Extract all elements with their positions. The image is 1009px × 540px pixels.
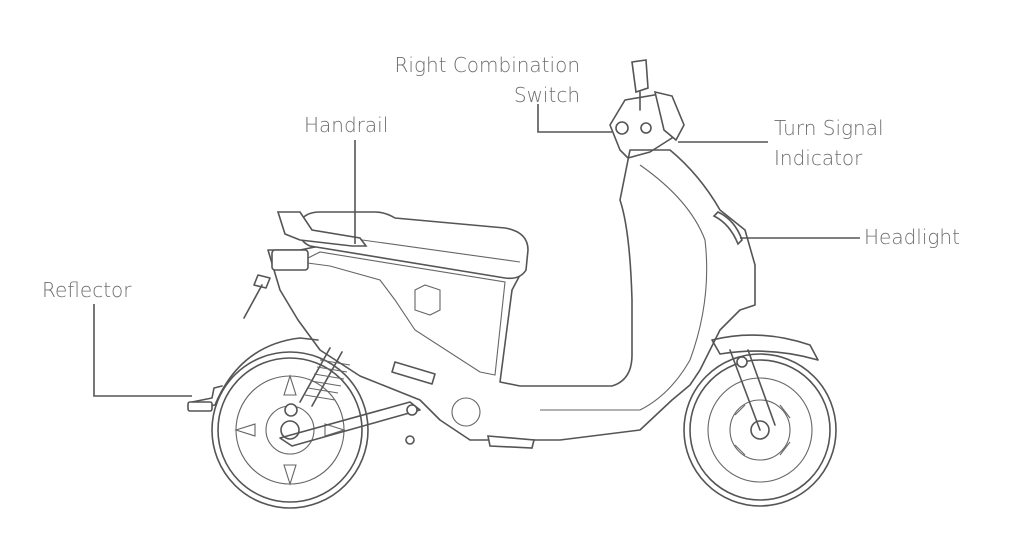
front-fork — [711, 334, 819, 431]
leader-lines — [93, 104, 860, 397]
label-line: Headlight — [864, 225, 960, 249]
label-line: Turn Signal — [774, 116, 884, 140]
label-headlight: Headlight — [864, 222, 960, 252]
front-wheel — [683, 353, 837, 507]
scooter-body — [267, 149, 756, 441]
label-line: Reflector — [42, 278, 132, 302]
label-line: Right Combination — [394, 53, 580, 77]
label-handrail: Handrail — [304, 110, 388, 140]
headlight-shape — [712, 211, 743, 246]
leader-right-combination-switch — [537, 104, 612, 133]
rear-fender — [187, 337, 319, 412]
seat — [298, 211, 529, 280]
swing-arm — [279, 347, 421, 447]
tail-section — [243, 249, 309, 319]
label-line: Switch — [513, 83, 580, 107]
footrest — [487, 435, 536, 449]
handlebar — [609, 59, 685, 159]
handrail-shape — [276, 211, 368, 247]
label-line: Indicator — [774, 146, 863, 170]
rear-wheel — [211, 351, 369, 509]
label-turn-signal-indicator: Turn Signal Indicator — [774, 113, 884, 173]
label-line: Handrail — [304, 113, 389, 137]
leader-reflector — [93, 304, 192, 397]
label-right-combination-switch: Right Combination Switch — [340, 50, 580, 110]
label-reflector: Reflector — [42, 275, 132, 305]
